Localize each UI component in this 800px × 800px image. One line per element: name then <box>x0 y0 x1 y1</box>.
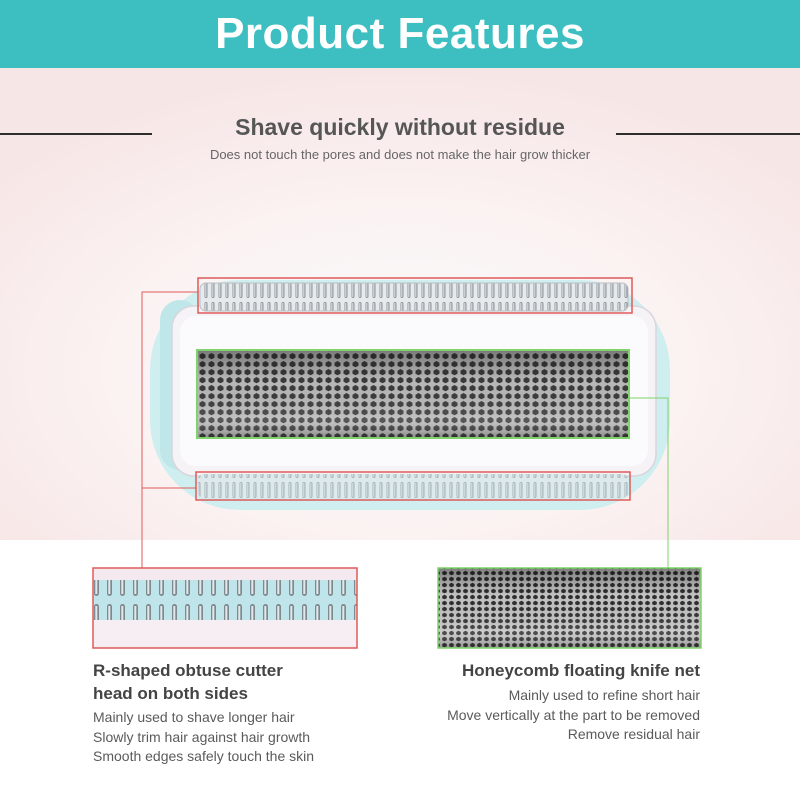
feature-point: Mainly used to shave longer hair <box>93 709 295 725</box>
feature-point: Smooth edges safely touch the skin <box>93 748 315 764</box>
feature-point: Remove residual hair <box>567 726 700 742</box>
honeycomb-net-closeup-image <box>437 567 702 649</box>
cutter-closeup-image <box>92 567 358 649</box>
feature-cutter-title-line1: R-shaped obtuse cutter <box>93 661 283 680</box>
feature-net-title: Honeycomb floating knife net <box>461 661 700 680</box>
feature-point: Slowly trim hair against hair growth <box>93 728 311 745</box>
divider-left <box>0 133 152 135</box>
feature-cutter-title: R-shaped obtuse cutter head on both side… <box>93 659 393 705</box>
feature-point: Move vertically at the part to be remove… <box>447 706 700 723</box>
top-cutter <box>200 283 628 311</box>
feature-net-points: Mainly used to refine short hair Move ve… <box>400 686 700 745</box>
feature-cutter-title-line2: head on both sides <box>93 684 248 703</box>
section-title: Shave quickly without residue <box>235 114 565 140</box>
header-banner: Product Features <box>0 0 800 68</box>
feature-cutter-points: Mainly used to shave longer hair Slowly … <box>93 708 393 767</box>
feature-point: Mainly used to refine short hair <box>508 687 700 703</box>
divider-right <box>616 133 800 135</box>
page-title: Product Features <box>215 9 585 58</box>
section-description: Does not touch the pores and does not ma… <box>209 147 591 162</box>
bottom-cutter <box>198 474 628 498</box>
